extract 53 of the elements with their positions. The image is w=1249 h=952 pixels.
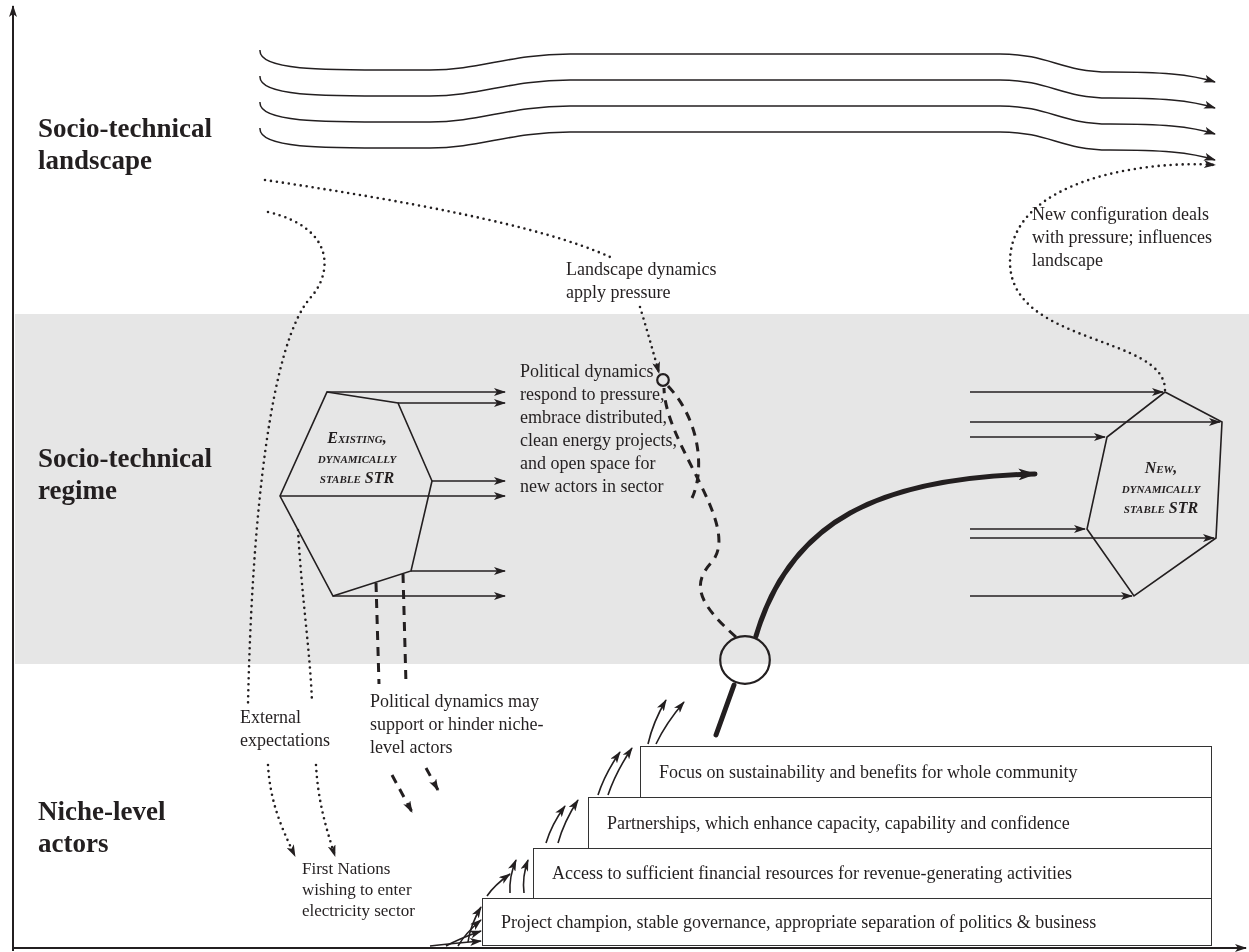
annotation-text: First Nations wishing to enter electricity sector (302, 858, 442, 921)
arrow (266, 763, 297, 858)
hexagon-label: Existing, dynamically stable STR (316, 428, 398, 488)
connector-line (662, 387, 737, 639)
annotation-text: Political dynamics respond to pressure, embrace distributed, clean energy projects, and open space for new actors in sector (520, 360, 682, 498)
arrow (1008, 160, 1217, 392)
regime-band (15, 314, 1249, 664)
arrow (424, 767, 440, 791)
connector-line (263, 178, 612, 259)
annotation-text: Landscape dynamics apply pressure (566, 258, 756, 304)
annotation-text: Political dynamics may support or hinder niche-level actors (370, 690, 552, 759)
arrow (429, 937, 482, 947)
level-heading: Niche-level actors (38, 795, 167, 859)
arrow (445, 930, 482, 947)
level-heading: Socio-technical regime (38, 442, 213, 506)
arrow (314, 763, 337, 858)
arrow (655, 701, 685, 745)
step-label-box: Focus on sustainability and benefits for whole community (640, 746, 1212, 798)
arrow (969, 534, 1215, 542)
arrow (969, 592, 1133, 600)
arrow (969, 418, 1221, 426)
step-label-box: Partnerships, which enhance capacity, capability and confidence (588, 797, 1212, 849)
arrow (597, 751, 621, 796)
arrow (607, 747, 633, 796)
arrow (326, 388, 506, 396)
annotation-text: External expectations (240, 706, 355, 752)
arrow (332, 592, 506, 600)
arrow (647, 699, 667, 745)
thick-arrow (713, 468, 1038, 738)
arrow (279, 492, 506, 500)
connector-line (374, 582, 381, 685)
connector-line (666, 385, 701, 499)
arrow (508, 859, 517, 894)
annotation-text: New configuration deals with pressure; influences landscape (1032, 203, 1212, 272)
arrow (520, 859, 529, 894)
arrow (410, 567, 506, 575)
arrow (638, 305, 661, 375)
connector-line (246, 210, 326, 706)
arrow (969, 525, 1086, 533)
arrow (969, 433, 1106, 441)
arrow (557, 799, 579, 844)
level-heading: Socio-technical landscape (38, 112, 213, 176)
arrow (397, 399, 506, 407)
arrow (457, 919, 482, 947)
arrow (545, 805, 566, 844)
arrow (431, 477, 506, 485)
step-label-box: Project champion, stable governance, appropriate separation of politics & business (482, 898, 1212, 946)
arrow (390, 774, 414, 813)
arrow (969, 388, 1164, 396)
hexagon-label: New, dynamically stable STR (1120, 458, 1202, 518)
arrow (486, 873, 511, 897)
step-label-box: Access to sufficient financial resources for revenue-generating activities (533, 848, 1212, 899)
arrow (467, 906, 482, 943)
